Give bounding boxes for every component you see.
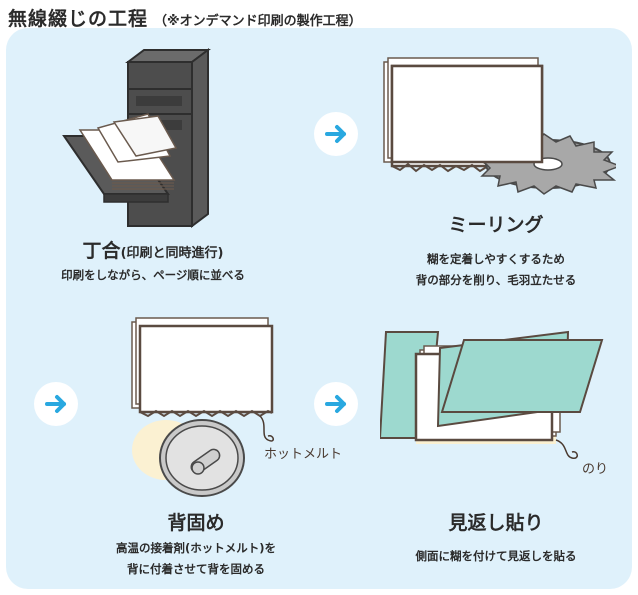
step-desc-backing: 高温の接着剤(ホットメルト)を 背に付着させて背を固める [66,538,326,580]
hot-melt-illustration [131,317,274,497]
glue-label: のり [582,462,609,477]
step-name-collating-suffix: (印刷と同時進行) [120,246,224,261]
step-name-endpaper-text: 見返し貼り [448,512,544,534]
step-name-collating-text: 丁合 [82,240,121,262]
step-name-milling-text: ミーリング [448,214,544,236]
step-name-collating: 丁合(印刷と同時進行) [40,236,266,263]
collating-machine-illustration [62,48,211,228]
step-name-endpaper: 見返し貼り [386,508,606,535]
step-desc-endpaper: 側面に糊を付けて見返しを貼る [366,546,626,567]
step-desc-backing-line-2: 背に付着させて背を固める [127,562,265,576]
endpaper-illustration [380,330,604,459]
milling-illustration [383,57,616,195]
step-desc-endpaper-line-1: 側面に糊を付けて見返しを貼る [415,549,577,563]
arrow-right-icon [34,382,78,426]
step-desc-collating: 印刷をしながら、ページ順に並べる [30,265,276,286]
step-name-backing: 背固め [96,508,296,535]
step-name-backing-text: 背固め [167,512,225,534]
step-desc-milling-line-2: 背の部分を削り、毛羽立たせる [415,273,577,287]
step-desc-milling: 糊を定着しやすくするため 背の部分を削り、毛羽立たせる [366,249,626,291]
hot-melt-label: ホットメルト [264,447,343,462]
page-title-row: 無線綴じの工程 （※オンデマンド印刷の製作工程） [8,4,362,30]
page-subtitle: （※オンデマンド印刷の製作工程） [154,14,362,29]
step-desc-collating-line-1: 印刷をしながら、ページ順に並べる [61,268,245,282]
page-title: 無線綴じの工程 [8,8,149,30]
arrow-right-icon [314,382,358,426]
step-name-milling: ミーリング [376,210,616,237]
step-desc-milling-line-1: 糊を定着しやすくするため [427,252,565,266]
step-desc-backing-line-1: 高温の接着剤(ホットメルト)を [115,541,276,555]
arrow-right-icon [314,112,358,156]
